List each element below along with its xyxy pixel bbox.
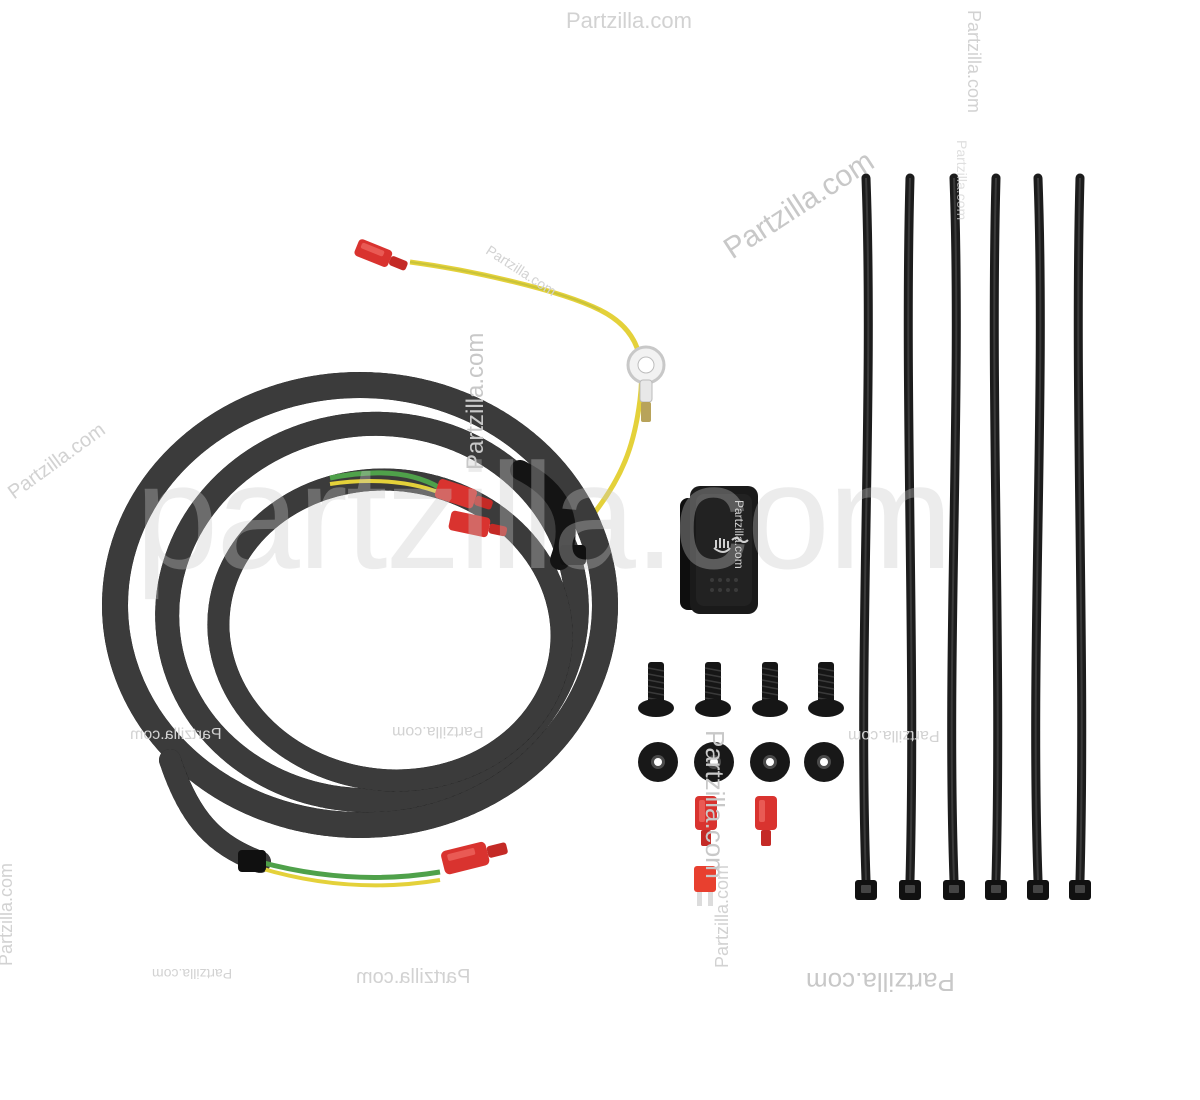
rubber-grommet xyxy=(694,742,734,782)
spade-connector-lower xyxy=(441,841,508,875)
watermark-left-vertical: Partzilla.com xyxy=(0,862,16,966)
watermark-ties-mirrored: Partzilla.com xyxy=(848,727,940,744)
screw xyxy=(695,662,731,717)
cable-tie xyxy=(899,173,921,900)
screw xyxy=(638,662,674,717)
spade-connector-mid-2 xyxy=(448,510,508,538)
watermark-bottom-center: Partzilla.com xyxy=(356,966,471,988)
cable-tie xyxy=(1069,173,1091,900)
watermark-bottom-left-small: Partzilla.com xyxy=(152,966,233,982)
spade-terminal xyxy=(755,796,777,846)
cable-tie xyxy=(985,173,1007,900)
sleeve-end-cap xyxy=(560,545,586,565)
green-wire-mid xyxy=(329,470,442,491)
watermark-top-center: Partzilla.com xyxy=(566,8,692,33)
sleeve-end-cap-lower xyxy=(238,850,266,872)
watermark-hardware-vertical-small: Partzilla.com xyxy=(712,864,732,968)
spade-terminal xyxy=(695,796,717,846)
ring-terminal xyxy=(626,345,666,422)
yellow-wire-lower xyxy=(259,866,441,888)
screw xyxy=(752,662,788,717)
rubber-grommet xyxy=(638,742,678,782)
watermark-switch: Partzilla.com xyxy=(732,500,746,569)
watermark-bottom-right-mirrored: Partzilla.com xyxy=(806,967,955,997)
watermark-harness-mirrored-left: Partzilla.com xyxy=(130,726,222,743)
switch-indicator-dots xyxy=(710,578,738,592)
watermark-large: partzilla.com xyxy=(135,432,953,600)
watermark-harness-mirrored-center: Partzilla.com xyxy=(392,723,484,740)
watermark-hardware-vertical: Partzilla.com xyxy=(700,730,730,879)
hardware-kit xyxy=(638,662,844,906)
green-stripe xyxy=(409,261,601,311)
cable-ties xyxy=(855,173,1091,900)
spade-connector-top xyxy=(354,239,408,271)
spade-connector-mid-1 xyxy=(434,479,493,510)
rocker-switch xyxy=(680,486,758,614)
cable-tie xyxy=(943,173,965,900)
green-wire-lower xyxy=(259,859,441,880)
blade-fuse xyxy=(694,866,716,906)
rubber-grommet xyxy=(750,742,790,782)
rubber-grommet xyxy=(804,742,844,782)
watermark-right-vertical-faint: Partzilla.com xyxy=(954,140,970,221)
cable-tie xyxy=(1027,173,1049,900)
cable-tie xyxy=(855,173,877,900)
heated-grip-icon xyxy=(713,537,749,553)
watermark-top-right-vertical: Partzilla.com xyxy=(964,10,984,114)
watermark-harness-vertical: Partzilla.com xyxy=(462,332,489,470)
screw xyxy=(808,662,844,717)
wiring-harness xyxy=(102,239,666,888)
